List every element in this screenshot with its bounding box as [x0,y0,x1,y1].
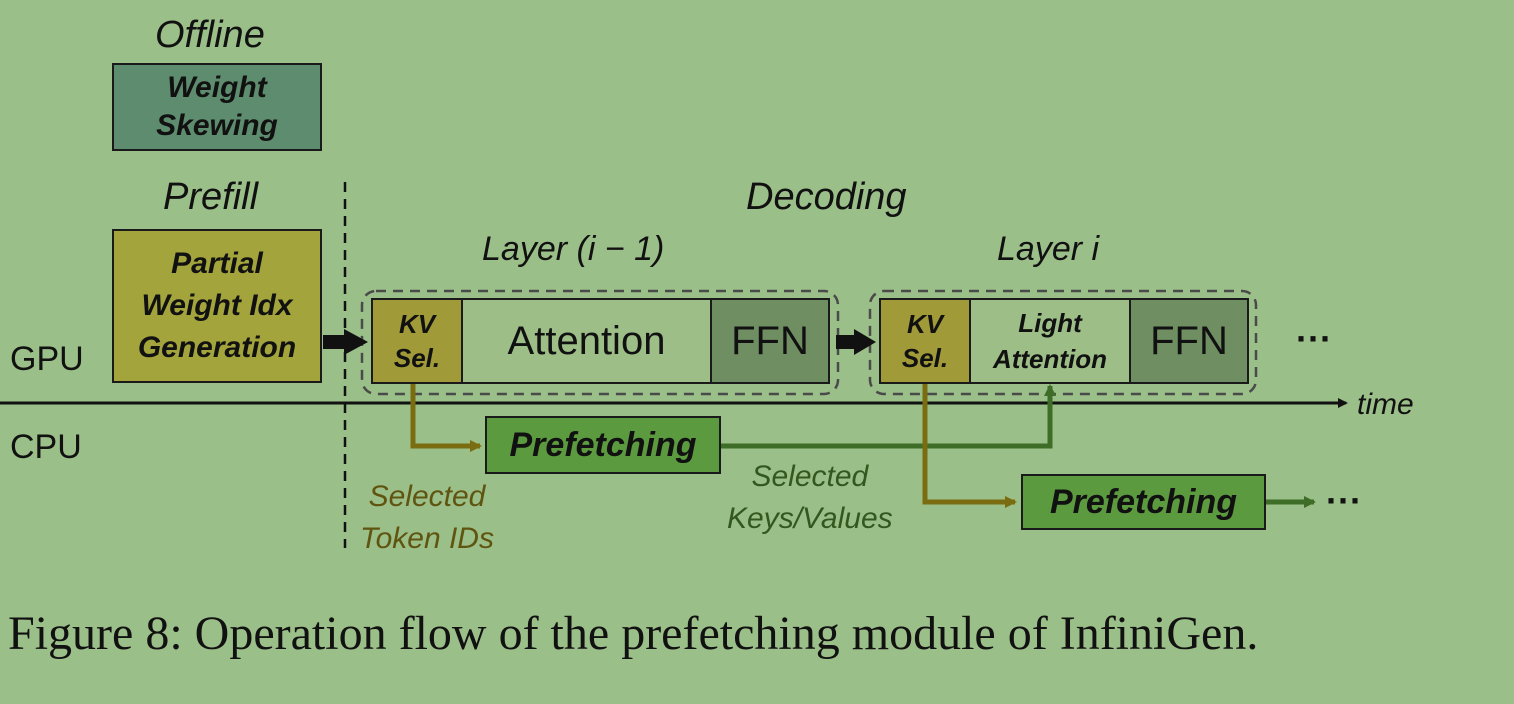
light-attention-box: Light Attention [969,298,1131,384]
weight-skewing-line-1: Weight [167,71,267,104]
ellipsis-gpu: ··· [1296,318,1332,359]
partial-weight-idx-line-1: Partial [171,247,263,280]
attention-box: Attention [461,298,712,384]
ellipsis-cpu: ··· [1326,480,1362,521]
partial-weight-idx-line-2: Weight Idx [141,289,293,322]
light-attention-line-2: Attention [992,344,1108,374]
weight-skewing-line-2: Skewing [156,109,278,142]
cpu-label: CPU [10,428,82,466]
layer-to-layer-arrow [836,329,876,355]
layer-prev-label: Layer (i − 1) [482,230,665,268]
ffn-2-box: FFN [1129,298,1249,384]
figure-caption: Figure 8: Operation flow of the prefetch… [8,607,1259,660]
kv-sel-1-line-1: KV [398,309,436,339]
offline-label: Offline [155,14,265,56]
partial-weight-idx-box: Partial Weight Idx Generation [112,229,322,383]
kv-sel-1-line-2: Sel. [393,343,441,373]
selected-kv-line-2: Keys/Values [727,502,893,535]
layer-cur-group [868,289,1258,396]
ffn-1-box: FFN [710,298,830,384]
kv-sel-2-line-2: Sel. [901,343,949,373]
partial-weight-idx-line-3: Generation [137,331,297,364]
prefill-label: Prefill [163,176,259,218]
selected-kv-line-1: Selected [751,460,869,493]
prefetching-1-box: Prefetching [485,416,721,474]
prefetching-2-text: Prefetching [1049,482,1238,521]
kv-sel-1-arrow [410,384,482,452]
selected-token-ids-line-1: Selected [368,480,486,513]
kv-sel-2-line-1: KV [906,309,944,339]
selected-token-ids-line-2: Token IDs [360,522,494,555]
attention-text: Attention [507,318,666,363]
layer-cur-label: Layer i [997,230,1100,268]
prefetching-2-box: Prefetching [1021,474,1266,530]
kv-sel-1-box: KV Sel. [371,298,463,384]
light-attention-line-1: Light [1018,308,1082,338]
decoding-label: Decoding [746,176,907,218]
prefetching-1-text: Prefetching [509,425,697,464]
kv-sel-2-arrow [922,384,1017,508]
weight-skewing-box: Weight Skewing [112,63,322,151]
prefill-to-decoding-arrow [323,329,368,355]
selected-kv-label: Selected Keys/Values [727,456,893,540]
gpu-label: GPU [10,340,84,378]
kv-sel-2-box: KV Sel. [879,298,971,384]
ffn-2-text: FFN [1150,318,1228,363]
ffn-1-text: FFN [731,318,809,363]
time-label: time [1357,388,1414,421]
prefetch-1-arrow [721,384,1056,449]
selected-token-ids-label: Selected Token IDs [360,476,494,560]
